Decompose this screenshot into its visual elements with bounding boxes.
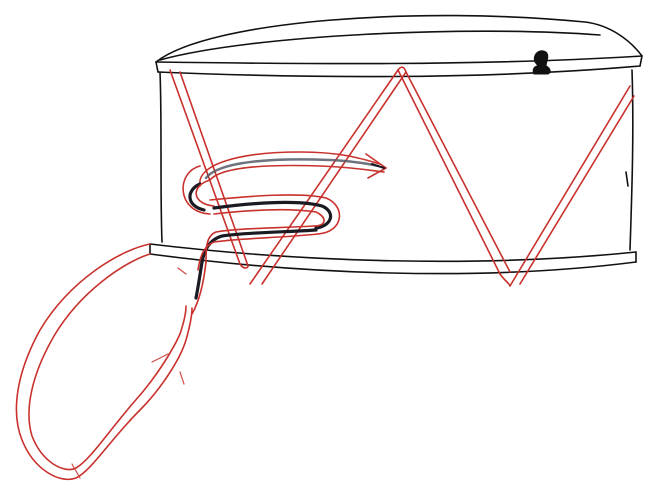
rope-loop-tick-2: [180, 372, 184, 384]
drum-top-rim-upper: [156, 56, 642, 64]
drum-top-rim-left-edge: [156, 62, 158, 72]
rope-loop-icon: [16, 244, 192, 479]
lacing-bend-bottom-right: [500, 274, 510, 286]
lacing-strand-2a: [250, 70, 398, 284]
thread-middle-shading: [214, 202, 331, 228]
drum-shell-right-side-tick: [626, 172, 628, 186]
drum-bottom-rim-lower: [150, 254, 636, 274]
rope-threading-icon: [183, 152, 384, 314]
drum-shell-right-side: [630, 70, 633, 250]
lacing-strand-3a: [398, 70, 500, 274]
drum-shell-left-side: [160, 72, 162, 242]
direction-arrow-icon: [366, 154, 386, 178]
lacing-strand-4b: [520, 96, 634, 284]
rope-loop-tick-4: [178, 268, 186, 274]
lacing-strand-4a: [510, 86, 630, 286]
drum-bottom-rim-upper: [150, 244, 636, 261]
lacing-strand-3b: [406, 72, 510, 272]
lacing-strand-2b: [262, 72, 406, 284]
rope-loop-inner: [29, 254, 186, 470]
tension-knob-icon: [533, 51, 550, 74]
drum-top-rim-right-edge: [640, 56, 642, 66]
thread-upper-inner: [210, 166, 384, 180]
drum-top-dome: [156, 16, 642, 62]
